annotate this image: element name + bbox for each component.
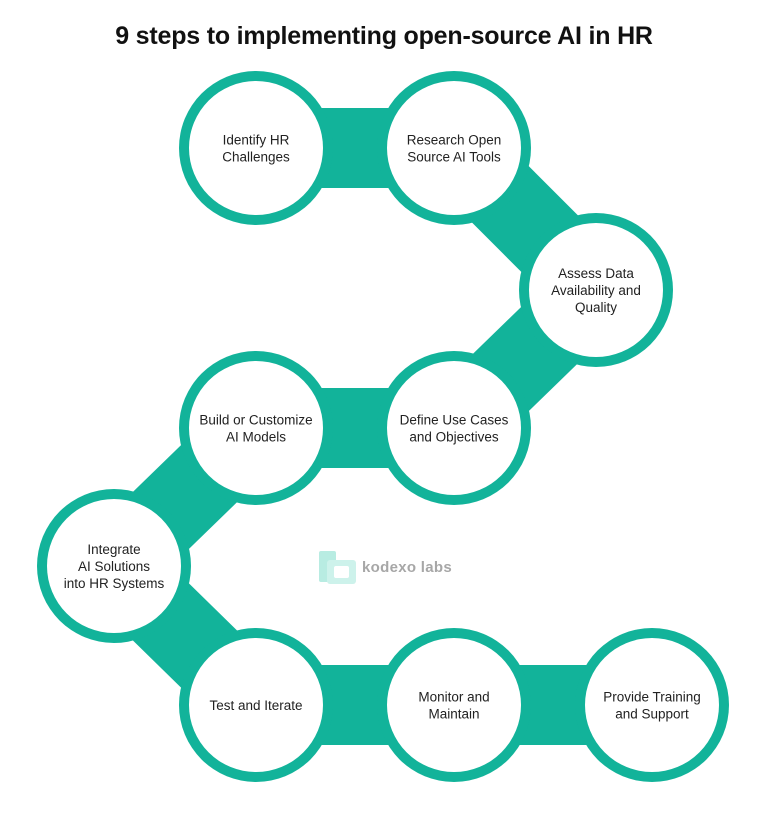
step-circle [387, 81, 521, 215]
step-label: Provide Training and Support [603, 690, 701, 722]
step-label-line: and Support [615, 707, 689, 722]
step-circle [189, 361, 323, 495]
step-label-line: Quality [575, 300, 617, 315]
step-label-line: Integrate [87, 542, 140, 557]
step-circle [47, 499, 181, 633]
page-title: 9 steps to implementing open-source AI i… [115, 22, 653, 50]
step-label-line: Define Use Cases [400, 413, 509, 428]
step-label: Test and Iterate [209, 698, 302, 713]
step-label: Integrate AI Solutions into HR Systems [64, 542, 165, 591]
step-circle [189, 638, 323, 772]
step-label-line: Assess Data [558, 266, 634, 281]
step-label-line: Identify HR [223, 133, 290, 148]
kodexo-logo-icon [319, 551, 356, 584]
step-label-line: Challenges [222, 150, 290, 165]
step-label-line: Source AI Tools [407, 150, 501, 165]
step-label-line: Maintain [428, 707, 479, 722]
step-label-line: Monitor and [418, 690, 489, 705]
step-circle [529, 223, 663, 357]
step-label-line: and Objectives [409, 430, 499, 445]
step-label-line: Availability and [551, 283, 641, 298]
step-label-line: Test and Iterate [209, 698, 302, 713]
step-label-line: AI Solutions [78, 559, 150, 574]
step-label: Build or Customize AI Models [199, 413, 312, 445]
step-circle [585, 638, 719, 772]
step-circle [189, 81, 323, 215]
step-label-line: Provide Training [603, 690, 701, 705]
step-circle [387, 638, 521, 772]
step-circle [387, 361, 521, 495]
step-label-line: AI Models [226, 430, 286, 445]
step-label-line: Research Open [407, 133, 502, 148]
step-rings [37, 71, 729, 782]
step-label: Identify HR Challenges [222, 133, 290, 165]
watermark-text: kodexo labs [362, 559, 452, 576]
step-connectors [86, 108, 652, 745]
step-label: Define Use Cases and Objectives [400, 413, 509, 445]
step-label-line: into HR Systems [64, 576, 165, 591]
step-label-line: Build or Customize [199, 413, 312, 428]
watermark: kodexo labs [319, 551, 452, 584]
